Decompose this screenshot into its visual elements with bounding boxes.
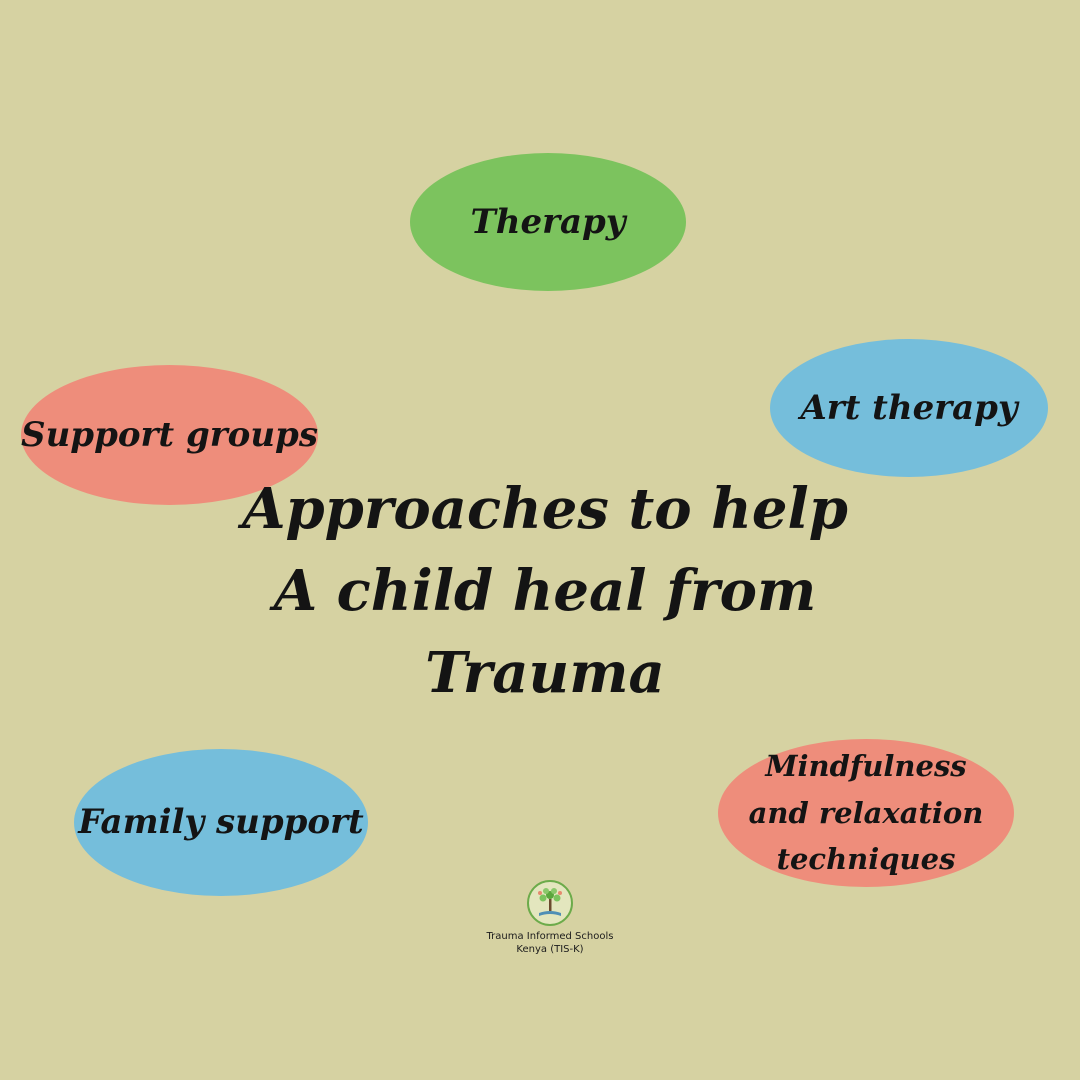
therapy-bubble: Therapy [410, 153, 686, 291]
central-title: Approaches to help A child heal from Tra… [240, 468, 850, 714]
support-groups-bubble: Support groups [21, 365, 318, 505]
title-line-1: Approaches to help [242, 476, 848, 542]
support-groups-label: Support groups [21, 414, 318, 455]
family-support-label: Family support [78, 802, 364, 843]
title-line-3: Trauma [425, 640, 665, 706]
therapy-label: Therapy [470, 201, 626, 242]
mindfulness-line-1: Mindfulness [765, 749, 967, 784]
mindfulness-bubble: Mindfulness and relaxation techniques [718, 739, 1014, 887]
logo-line-1: Trauma Informed Schools [486, 931, 614, 942]
logo-text: Trauma Informed Schools Kenya (TIS-K) [470, 930, 630, 956]
logo-line-2: Kenya (TIS-K) [516, 944, 584, 955]
mindfulness-line-3: techniques [776, 842, 956, 877]
organization-logo: Trauma Informed Schools Kenya (TIS-K) [470, 880, 630, 956]
family-support-bubble: Family support [74, 749, 368, 896]
tree-logo-icon [527, 880, 573, 926]
art-therapy-label: Art therapy [800, 387, 1018, 428]
title-line-2: A child heal from [273, 558, 817, 624]
mindfulness-line-2: and relaxation [748, 795, 984, 830]
art-therapy-bubble: Art therapy [770, 339, 1048, 477]
